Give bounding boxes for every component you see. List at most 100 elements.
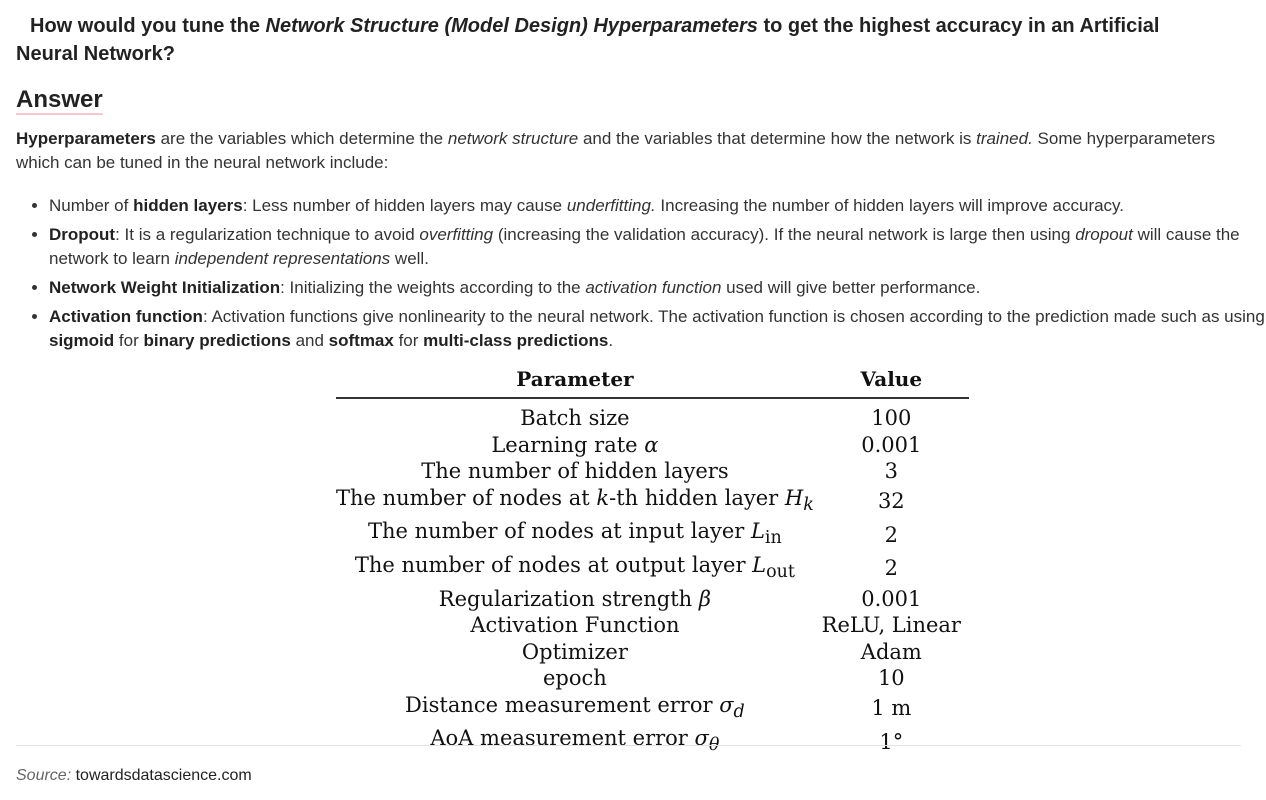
item-term: multi-class predictions <box>423 331 609 350</box>
list-item-activation: Activation function: Activation function… <box>49 305 1266 353</box>
parameter-symbol: L <box>752 552 767 577</box>
parameter-label: epoch <box>543 666 607 691</box>
parameter-cell: The number of nodes at input layer Lin <box>336 518 814 552</box>
hyperparameter-list: Number of hidden layers: Less number of … <box>16 194 1266 358</box>
item-text: for <box>114 331 144 350</box>
parameter-label: The number of hidden layers <box>421 459 729 483</box>
parameter-label: The number of nodes at <box>336 485 597 510</box>
intro-text: and the variables that determine how the… <box>578 129 977 148</box>
intro-emphasis: trained. <box>976 129 1033 148</box>
list-item-dropout: Dropout: It is a regularization techniqu… <box>49 223 1266 271</box>
value-cell: Adam <box>860 639 922 664</box>
parameter-cell: epoch <box>336 665 814 692</box>
item-term: Network Weight Initialization <box>49 278 281 297</box>
parameter-subscript: in <box>764 528 782 549</box>
divider <box>16 745 1241 746</box>
intro-text: Some hyperparameters which can be tuned … <box>16 129 1216 172</box>
parameter-symbol: α <box>644 432 659 457</box>
parameter-label: AoA measurement error <box>430 726 695 751</box>
parameter-table: Parameter Value Batch size 100 Learning … <box>336 367 969 759</box>
answer-heading-text: Answer <box>16 86 103 115</box>
item-text: : Less number of hidden layers may cause <box>242 196 567 215</box>
parameter-label: Batch size <box>520 406 630 430</box>
parameter-symbol: L <box>750 519 765 544</box>
value-cell: 1 m <box>871 696 912 721</box>
table-row: Regularization strength β 0.001 <box>336 586 969 613</box>
parameter-cell: Distance measurement error σd <box>336 692 814 726</box>
value-column-header: Value <box>813 367 969 399</box>
item-emphasis: overfitting <box>419 225 494 244</box>
parameter-label: The number of nodes at output layer <box>354 552 753 577</box>
item-text: Increasing the number of hidden layers w… <box>655 196 1125 215</box>
value-cell: 0.001 <box>861 432 922 457</box>
intro-emphasis: network structure <box>447 129 579 148</box>
value-cell: 32 <box>877 489 905 514</box>
table-row: Distance measurement error σd 1 m <box>336 692 969 726</box>
item-emphasis: independent representations <box>174 249 391 268</box>
list-item-weight-init: Network Weight Initialization: Initializ… <box>49 276 1266 300</box>
parameter-column-header: Parameter <box>336 367 814 399</box>
parameter-cell: The number of nodes at output layer Lout <box>336 552 814 586</box>
item-term: Activation function <box>49 307 203 326</box>
intro-text: are the variables which determine the <box>155 129 448 148</box>
table-row: The number of hidden layers 3 <box>336 458 969 485</box>
item-text: for <box>393 331 424 350</box>
parameter-cell: Activation Function <box>336 612 814 639</box>
parameter-subscript: d <box>733 701 745 722</box>
item-emphasis: underfitting. <box>566 196 656 215</box>
item-text: : Activation functions give nonlinearity… <box>202 307 1265 326</box>
value-cell: 2 <box>884 522 898 547</box>
list-item-hidden-layers: Number of hidden layers: Less number of … <box>49 194 1266 218</box>
item-emphasis: dropout <box>1075 225 1133 244</box>
question-prefix: How would you tune the <box>30 15 266 37</box>
table-row: Optimizer Adam <box>336 639 969 666</box>
item-text: Number of <box>49 196 134 215</box>
item-text: well. <box>390 249 429 268</box>
table-row: epoch 10 <box>336 665 969 692</box>
item-text: will cause the network to learn <box>49 225 1240 268</box>
table-row: The number of nodes at k-th hidden layer… <box>336 485 969 519</box>
question-heading: How would you tune the Network Structure… <box>16 12 1216 68</box>
parameter-symbol: σ <box>719 692 734 717</box>
item-emphasis: activation function <box>585 278 722 297</box>
item-text: : Initializing the weights according to … <box>280 278 586 297</box>
parameter-label: Regularization strength <box>438 586 699 611</box>
item-text: (increasing the validation accuracy). If… <box>493 225 1076 244</box>
parameter-label: The number of nodes at input layer <box>368 519 751 544</box>
value-cell: ReLU, Linear <box>821 613 961 638</box>
parameter-cell: Learning rate α <box>336 432 814 459</box>
parameter-symbol: β <box>698 586 712 611</box>
parameter-label: Activation Function <box>470 613 680 638</box>
parameter-label: Learning rate <box>491 432 645 457</box>
item-text: : It is a regularization technique to av… <box>115 225 420 244</box>
parameter-cell: Regularization strength β <box>336 586 814 613</box>
item-term: hidden layers <box>133 196 243 215</box>
item-term: softmax <box>328 331 394 350</box>
parameter-cell: AoA measurement error σθ <box>336 725 814 759</box>
table-row: Learning rate α 0.001 <box>336 432 969 459</box>
item-text: used will give better performance. <box>721 278 981 297</box>
table-row: The number of nodes at output layer Lout… <box>336 552 969 586</box>
source-credit: Source: towardsdatascience.com <box>16 767 252 785</box>
item-text: and <box>290 331 329 350</box>
table-row: Batch size 100 <box>336 398 969 432</box>
parameter-label: Optimizer <box>521 639 628 664</box>
parameter-symbol: H <box>784 485 804 510</box>
item-text: . <box>608 331 614 350</box>
intro-paragraph: Hyperparameters are the variables which … <box>16 127 1236 175</box>
parameter-cell: The number of nodes at k-th hidden layer… <box>336 485 814 519</box>
table-row: The number of nodes at input layer Lin 2 <box>336 518 969 552</box>
answer-heading: Answer <box>16 86 103 115</box>
question-emphasis: Network Structure (Model Design) Hyperpa… <box>265 15 758 37</box>
item-term: sigmoid <box>49 331 115 350</box>
source-label: Source: <box>16 767 72 784</box>
parameter-cell: The number of hidden layers <box>336 458 814 485</box>
table-row: AoA measurement error σθ 1° <box>336 725 969 759</box>
parameter-emphasis: k <box>596 485 610 510</box>
intro-term: Hyperparameters <box>16 129 156 148</box>
parameter-subscript: k <box>803 494 814 515</box>
parameter-cell: Batch size <box>336 398 814 432</box>
question-suffix: to get the highest accuracy in an Artifi… <box>16 15 1160 65</box>
value-cell: 100 <box>871 406 912 430</box>
